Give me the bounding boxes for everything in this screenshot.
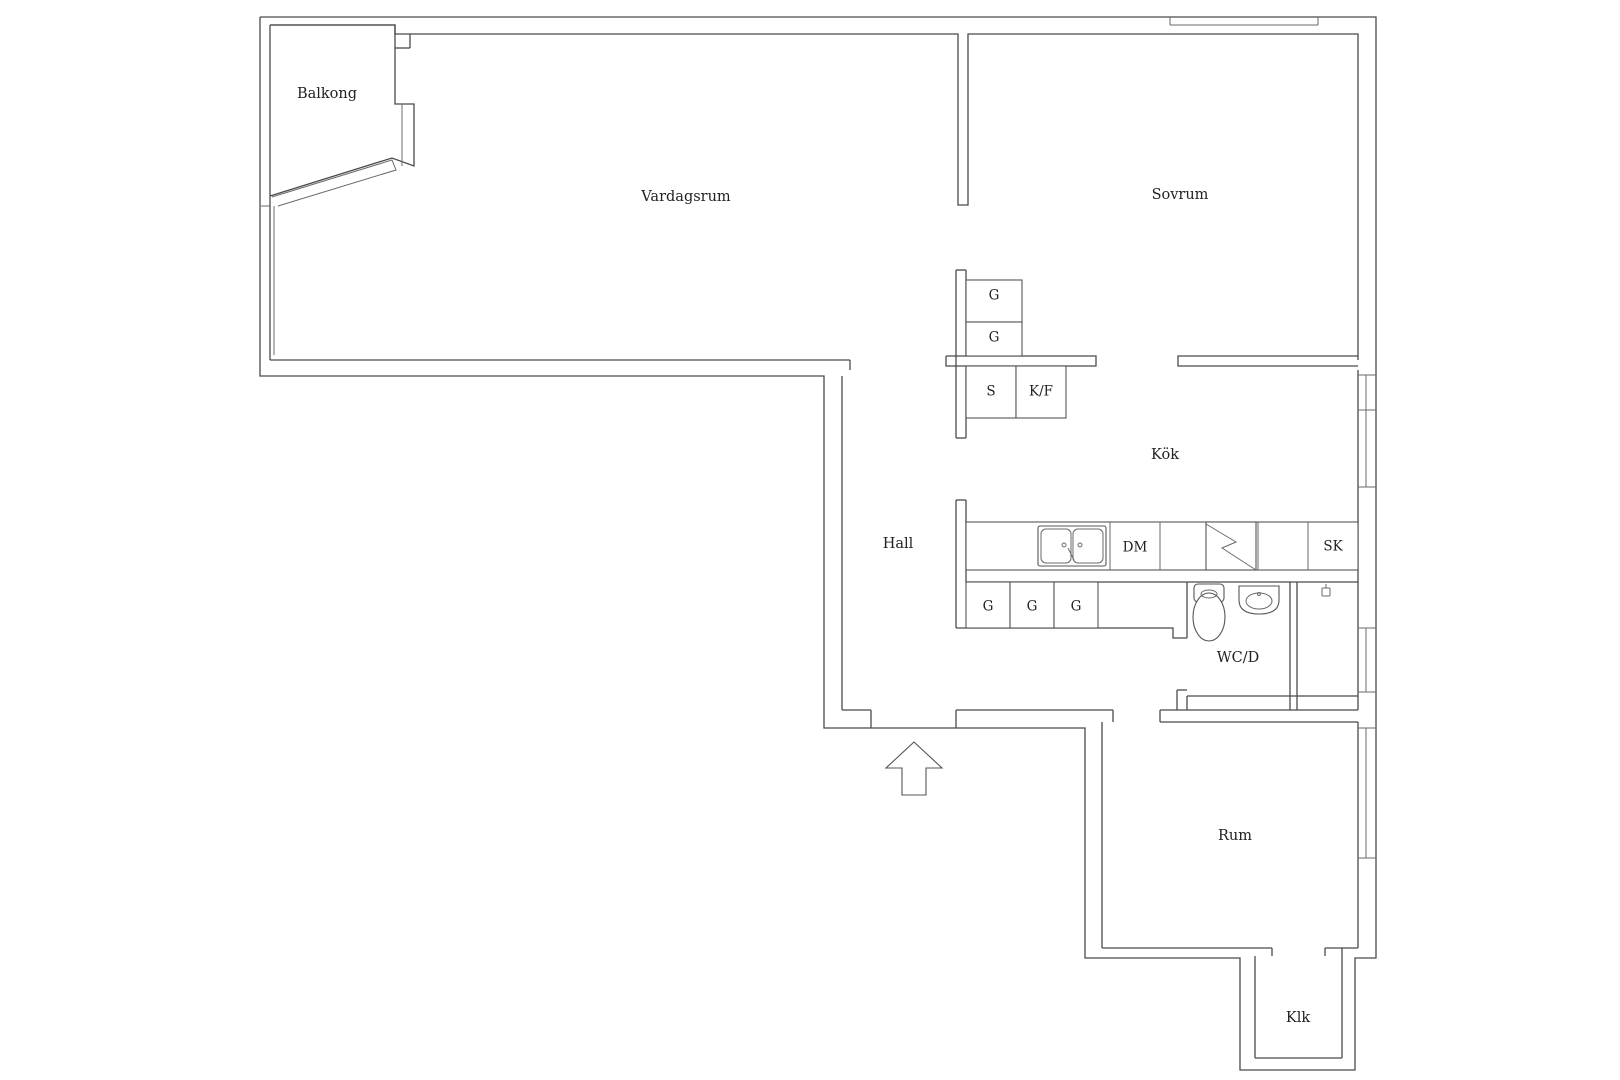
room-label-vardagsrum: Vardagsrum xyxy=(640,189,731,205)
room-label-balkong: Balkong xyxy=(297,86,357,102)
wardrobe-label: G xyxy=(1027,599,1038,615)
room-label-klk: Klk xyxy=(1286,1010,1310,1026)
room-label-kok: Kök xyxy=(1151,447,1179,463)
outer-walls xyxy=(259,16,1377,1071)
dishwasher-label: DM xyxy=(1123,540,1148,556)
washbasin-icon xyxy=(1238,585,1280,615)
room-label-hall: Hall xyxy=(883,536,914,552)
wardrobe-label: G xyxy=(989,330,1000,346)
wardrobe-label: G xyxy=(1071,599,1082,615)
fridge-freezer-label: K/F xyxy=(1029,384,1053,400)
floor-drain-icon xyxy=(1321,584,1331,597)
cabinets xyxy=(965,279,1359,629)
cabinet-label-sk: SK xyxy=(1323,539,1343,555)
room-label-rum: Rum xyxy=(1218,828,1252,844)
wardrobe-label: G xyxy=(989,288,1000,304)
entrance-arrow-icon xyxy=(884,741,944,796)
room-label-sovrum: Sovrum xyxy=(1152,187,1209,203)
toilet-icon xyxy=(1192,583,1226,642)
cleaning-cabinet-label: S xyxy=(986,384,995,400)
room-label-wcd: WC/D xyxy=(1217,650,1260,666)
stove-icon xyxy=(1205,521,1257,571)
double-sink-icon xyxy=(1037,525,1107,567)
wardrobe-label: G xyxy=(983,599,994,615)
